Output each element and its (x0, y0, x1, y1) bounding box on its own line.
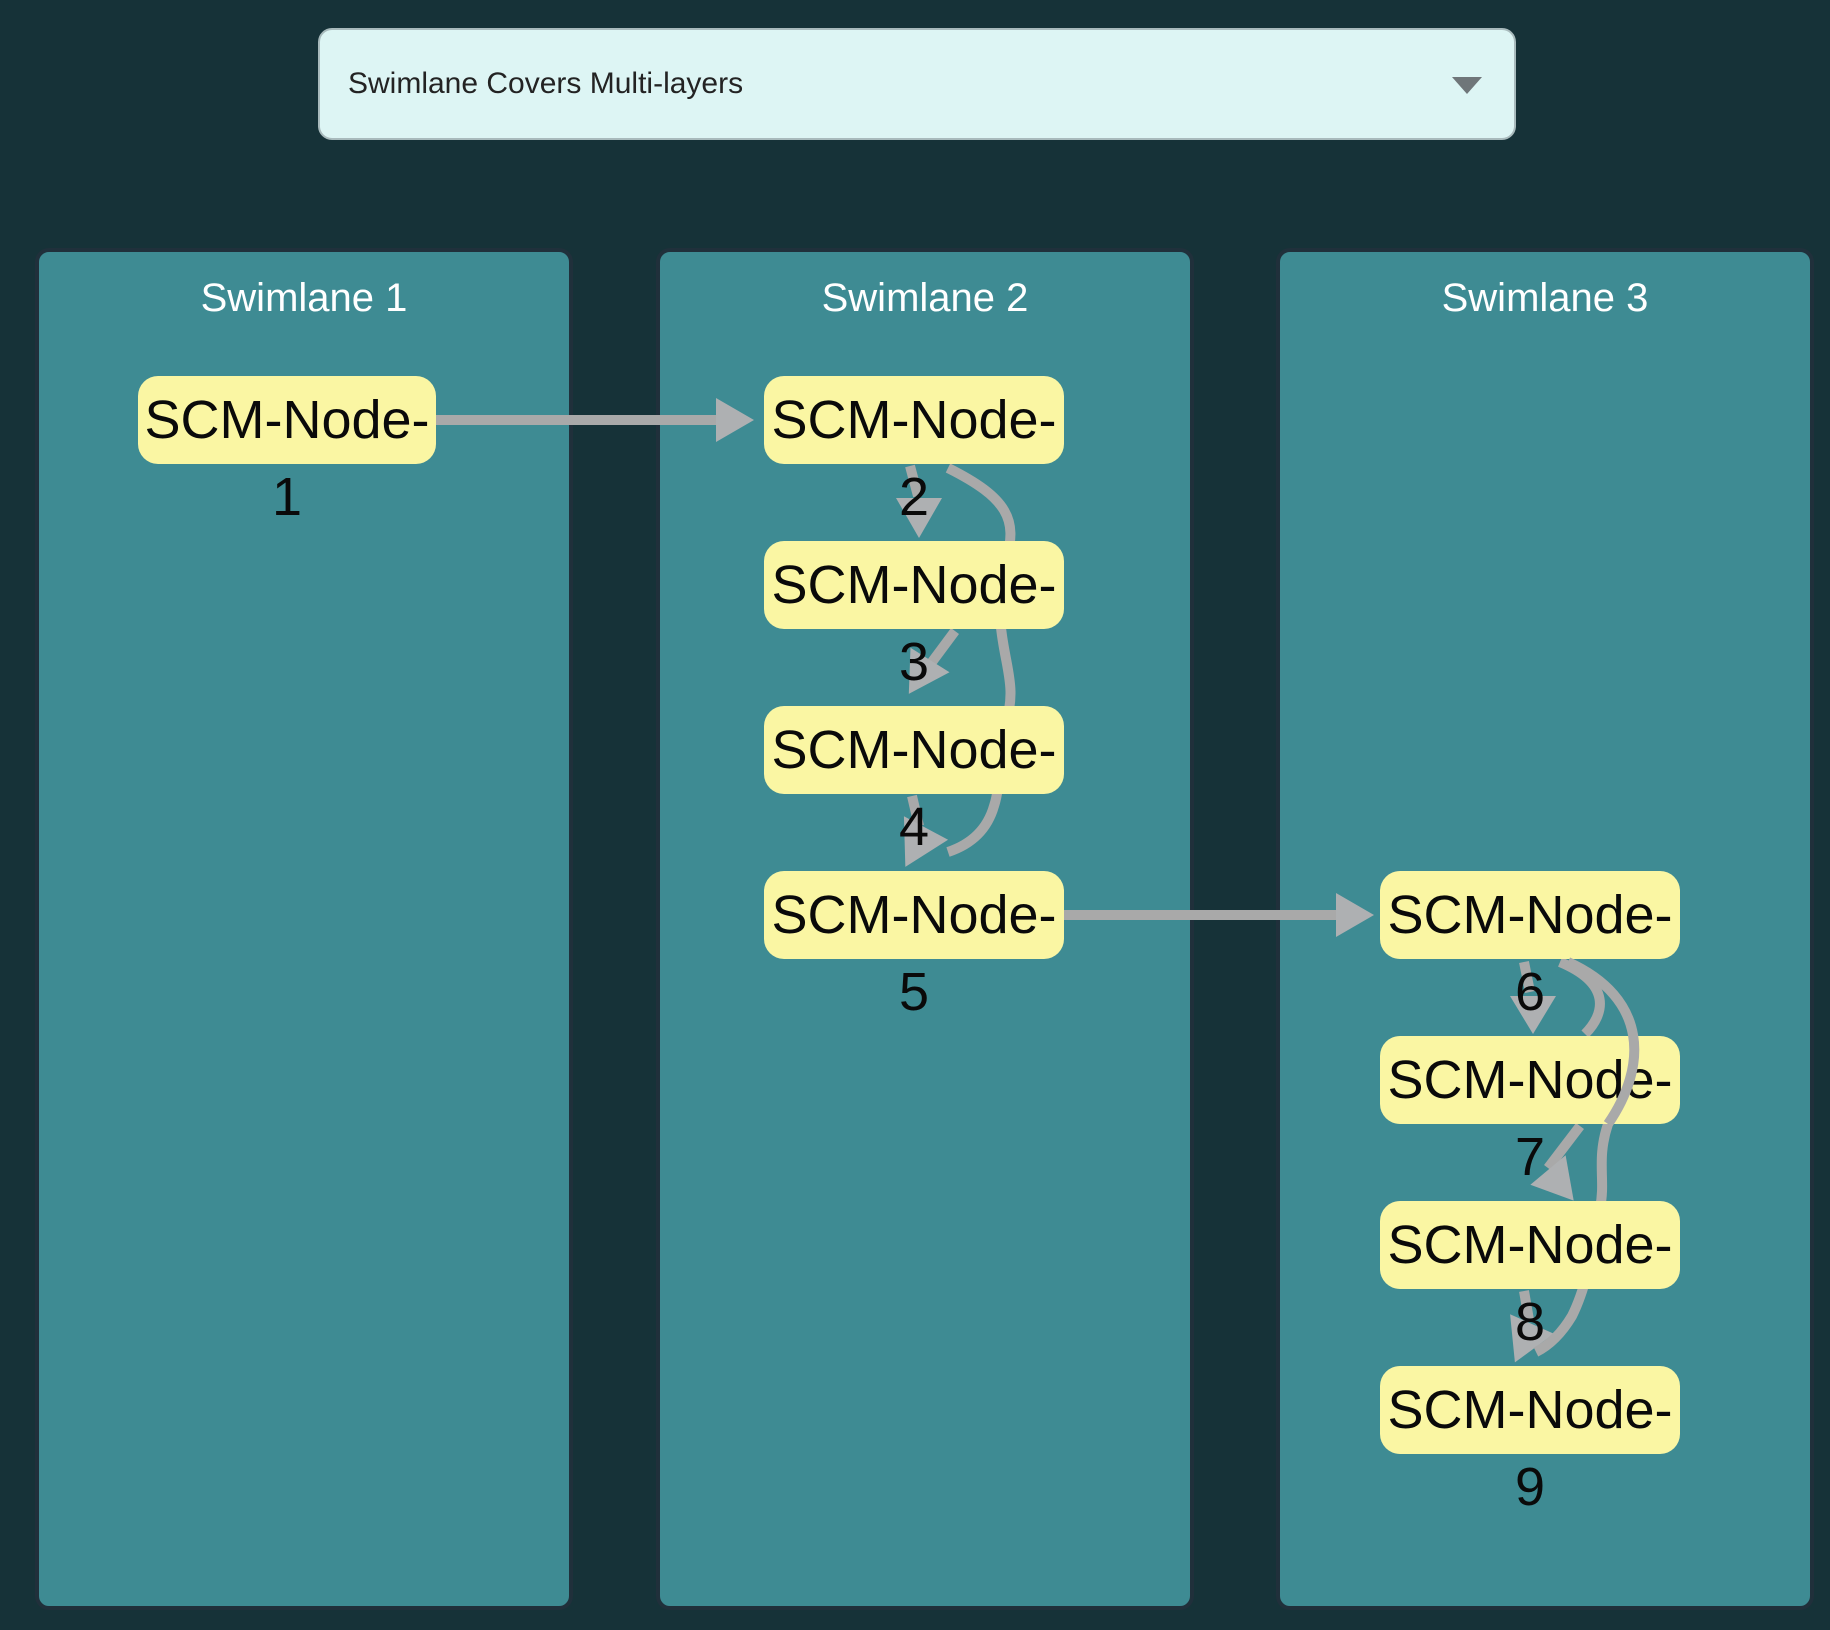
node-number: 5 (898, 962, 930, 1022)
swimlane-title: Swimlane 2 (821, 276, 1029, 320)
swimlane-title: Swimlane 1 (200, 276, 408, 320)
node-scm-node-1[interactable]: SCM-Node- 1 (138, 376, 436, 527)
node-scm-node-4[interactable]: SCM-Node- 4 (764, 706, 1064, 857)
node-number: 1 (271, 467, 303, 527)
example-select[interactable]: Swimlane Covers Multi-layers (318, 28, 1516, 140)
node-number: 4 (898, 797, 930, 857)
node-label: SCM-Node- (771, 720, 1057, 780)
node-number: 8 (1514, 1292, 1546, 1352)
node-scm-node-6[interactable]: SCM-Node- 6 (1380, 871, 1680, 1022)
node-scm-node-3[interactable]: SCM-Node- 3 (764, 541, 1064, 692)
node-number: 7 (1514, 1127, 1546, 1187)
swimlane-1: Swimlane 1 (35, 248, 573, 1610)
node-label: SCM-Node- (1387, 1380, 1673, 1440)
node-label: SCM-Node- (771, 390, 1057, 450)
node-label: SCM-Node- (771, 885, 1057, 945)
node-label: SCM-Node- (771, 555, 1057, 615)
node-number: 2 (898, 467, 930, 527)
node-label: SCM-Node- (1387, 1050, 1673, 1110)
swimlane-title: Swimlane 3 (1441, 276, 1649, 320)
node-label: SCM-Node- (1387, 885, 1673, 945)
node-number: 3 (898, 632, 930, 692)
node-number: 6 (1514, 962, 1546, 1022)
node-scm-node-9[interactable]: SCM-Node- 9 (1380, 1366, 1680, 1517)
node-scm-node-8[interactable]: SCM-Node- 8 (1380, 1201, 1680, 1352)
node-number: 9 (1514, 1457, 1546, 1517)
chevron-down-icon (1452, 77, 1482, 94)
node-scm-node-2[interactable]: SCM-Node- 2 (764, 376, 1064, 527)
example-select-value: Swimlane Covers Multi-layers (348, 67, 744, 100)
node-scm-node-5[interactable]: SCM-Node- 5 (764, 871, 1064, 1022)
node-label: SCM-Node- (144, 390, 430, 450)
node-scm-node-7[interactable]: SCM-Node- 7 (1380, 1036, 1680, 1187)
node-label: SCM-Node- (1387, 1215, 1673, 1275)
